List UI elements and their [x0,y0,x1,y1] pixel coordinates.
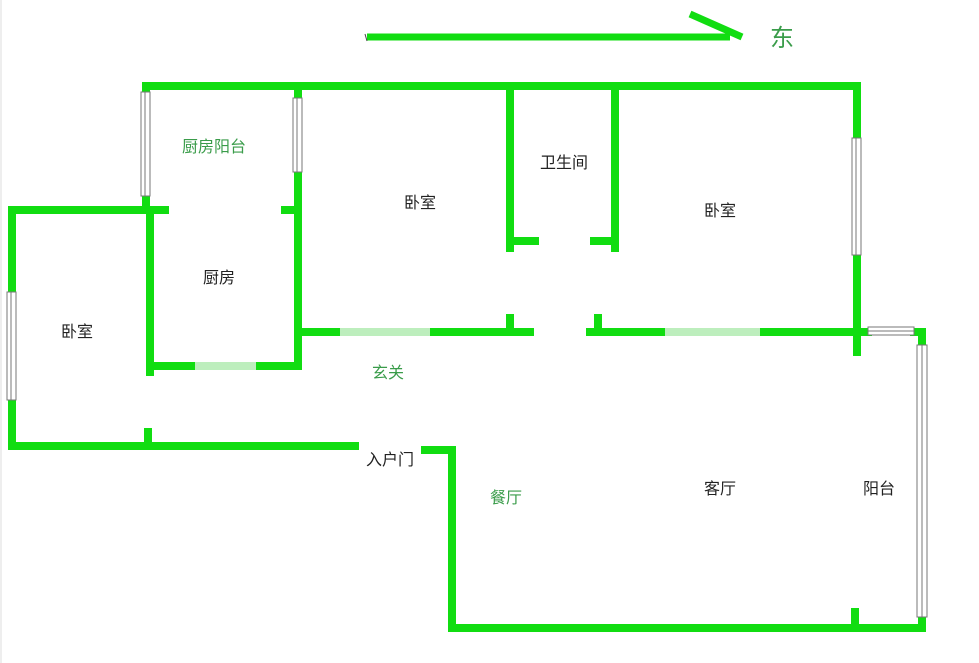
room-label-balcony: 阳台 [863,479,895,498]
direction-label: 东 [770,24,794,52]
room-label-living: 客厅 [704,479,736,498]
room-label-dining: 餐厅 [490,488,522,507]
label-entrance-door: 入户门 [366,450,414,469]
direction-arrow-icon [364,10,744,42]
room-label-kitchen: 厨房 [203,268,235,287]
windows [6,91,928,618]
room-label-foyer: 玄关 [372,363,404,382]
faded-wall-fragments [195,328,760,370]
room-label-kitchen-balcony: 厨房阳台 [182,137,246,156]
room-label-bedroom-center: 卧室 [404,193,436,212]
walls [8,82,926,632]
room-label-bedroom-west: 卧室 [61,322,93,341]
room-label-bedroom-east: 卧室 [704,201,736,220]
room-label-bathroom: 卫生间 [540,153,588,172]
